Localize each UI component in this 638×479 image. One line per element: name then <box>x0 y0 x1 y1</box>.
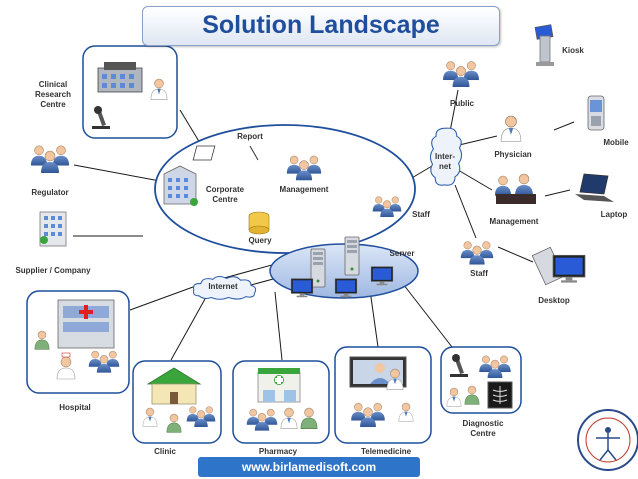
desktop-computer-icon <box>531 246 586 286</box>
lab-microscope-icon <box>450 354 468 377</box>
label-telemedicine: Telemedicine <box>360 447 412 456</box>
mobile-phone-icon <box>587 95 605 131</box>
label-physician: Physician <box>494 150 532 159</box>
supplier-building-icon <box>39 211 67 247</box>
laptop-icon <box>575 173 614 202</box>
label-supplier-company: Supplier / Company <box>15 266 91 275</box>
label-clinical-research-centre: Clinical Research Centre <box>34 80 72 109</box>
label-kiosk: Kiosk <box>562 46 584 55</box>
label-regulator: Regulator <box>31 188 69 197</box>
label-internet-right: Inter- net <box>435 152 455 171</box>
label-hospital: Hospital <box>59 403 91 412</box>
microscope-icon <box>92 106 110 129</box>
label-internet-left: Internet <box>208 282 238 291</box>
label-public: Public <box>449 99 474 108</box>
label-management-right: Management <box>489 217 539 226</box>
label-management-center: Management <box>279 185 329 194</box>
label-mobile: Mobile <box>603 138 629 147</box>
query-database-icon <box>248 211 270 235</box>
label-staff-right: Staff <box>470 269 488 278</box>
pharmacy-store-icon <box>257 368 301 403</box>
birla-medisoft-logo <box>577 409 638 471</box>
server-tower-2-icon <box>344 236 360 276</box>
footer-url[interactable]: www.birlamedisoft.com <box>241 460 377 474</box>
label-diagnostic-centre: Diagnostic Centre <box>462 419 504 438</box>
xray-icon <box>487 381 513 409</box>
research-building-icon <box>97 62 143 93</box>
regulator-group-icon <box>31 146 69 173</box>
server-tower-1-icon <box>310 248 326 288</box>
label-laptop: Laptop <box>600 210 628 219</box>
footer-url-bar: www.birlamedisoft.com <box>198 457 420 477</box>
physician-icon <box>500 115 522 142</box>
kiosk-icon <box>534 24 554 66</box>
public-group-icon <box>443 61 479 87</box>
corporate-building-icon <box>163 165 198 206</box>
staff-right-group-icon <box>461 241 493 264</box>
label-query: Query <box>248 236 272 245</box>
label-report: Report <box>237 132 263 141</box>
corporate-ellipse <box>154 124 416 254</box>
hospital-building-icon <box>57 299 115 349</box>
clinic-house-icon <box>146 367 202 405</box>
label-pharmacy: Pharmacy <box>258 447 298 456</box>
title-box: Solution Landscape <box>142 6 500 46</box>
label-corporate-centre: Corporate Centre <box>205 185 245 204</box>
label-server: Server <box>389 249 415 258</box>
label-clinic: Clinic <box>154 447 176 456</box>
label-desktop: Desktop <box>538 296 570 305</box>
report-notebook-icon <box>192 145 259 161</box>
management-meeting-icon <box>494 173 536 204</box>
label-staff-center: Staff <box>412 210 430 219</box>
page-title: Solution Landscape <box>202 11 440 39</box>
